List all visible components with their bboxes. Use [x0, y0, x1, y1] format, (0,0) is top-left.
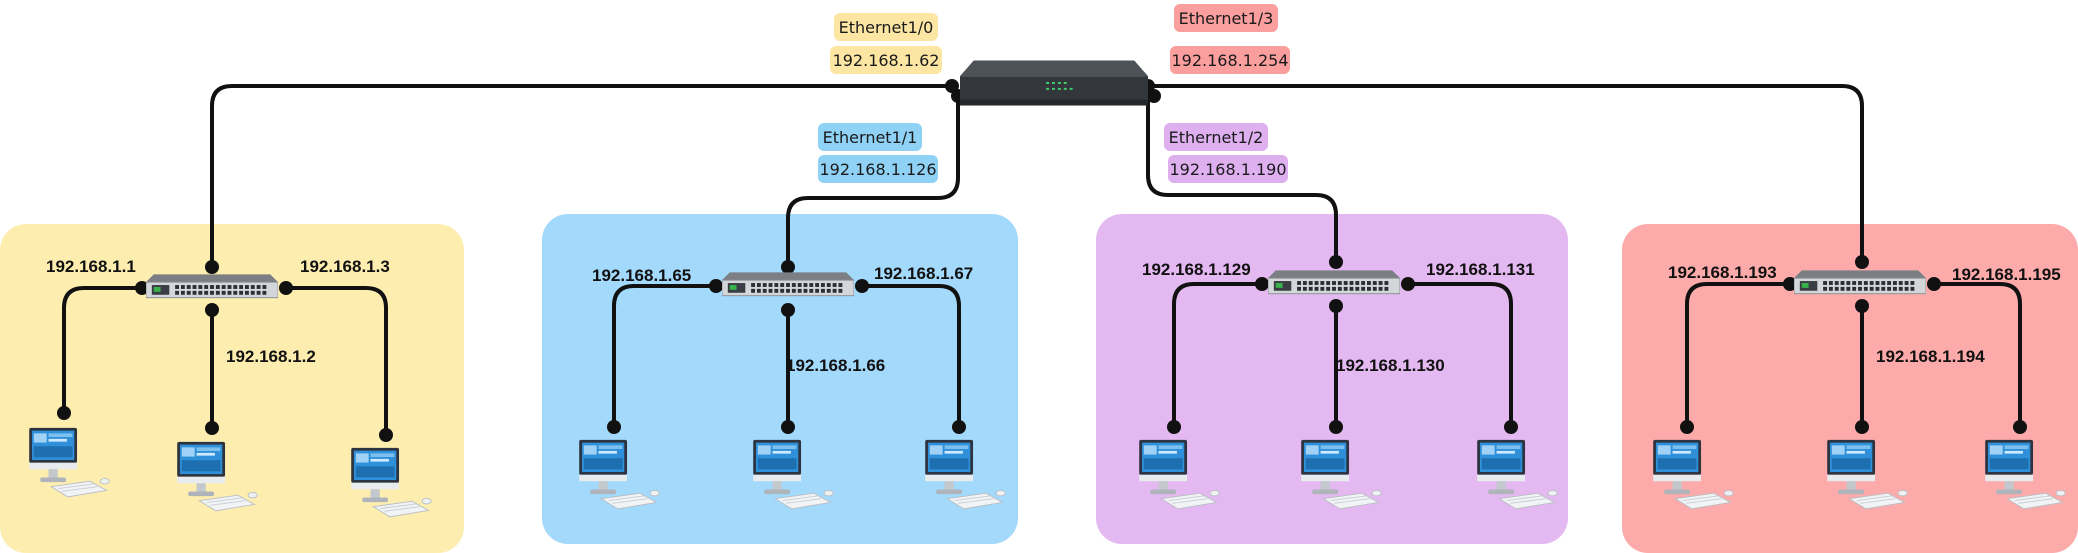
uplink-cable-purple: [1146, 100, 1338, 262]
switch-icon: [1794, 270, 1926, 295]
interface-tag-bg: [818, 123, 922, 151]
host-ip-label: 192.168.1.194: [1876, 347, 1985, 366]
host-ip-label: 192.168.1.3: [300, 257, 390, 276]
host-ip-label: 192.168.1.195: [1952, 265, 2061, 284]
host-ip-label: 192.168.1.130: [1336, 356, 1445, 375]
host-ip-label: 192.168.1.65: [592, 266, 691, 285]
interface-ip: 192.168.1.62: [833, 51, 940, 70]
router-icon: [960, 60, 1148, 106]
interface-name: Ethernet1/2: [1169, 128, 1264, 147]
subnet-panel-blue: [542, 214, 1018, 544]
subnet-panel-yellow: [0, 224, 464, 553]
subnet-panel-red: [1622, 224, 2078, 553]
host-ip-label: 192.168.1.131: [1426, 260, 1535, 279]
host-ip-label: 192.168.1.1: [46, 257, 136, 276]
interface-name: Ethernet1/1: [823, 128, 918, 147]
interface-ip: 192.168.1.126: [819, 160, 936, 179]
host-ip-label: 192.168.1.66: [786, 356, 885, 375]
host-ip-label: 192.168.1.67: [874, 264, 973, 283]
subnet-panel-purple: [1096, 214, 1568, 544]
host-ip-label: 192.168.1.129: [1142, 260, 1251, 279]
interface-tag-bg: [1168, 155, 1288, 183]
interface-tag-bg: [1174, 4, 1278, 32]
interface-tag-bg: [834, 13, 938, 41]
switch-icon: [722, 272, 854, 297]
interface-name: Ethernet1/0: [839, 18, 934, 37]
uplink-cable-red: [1148, 84, 1864, 262]
host-ip-label: 192.168.1.193: [1668, 263, 1777, 282]
switch-icon: [1268, 270, 1400, 295]
interface-tag-bg: [818, 155, 938, 183]
connection-dots: [57, 79, 2027, 442]
host-ip-label: 192.168.1.2: [226, 347, 316, 366]
cables: [62, 84, 2022, 435]
switch-icon: [146, 274, 278, 299]
interface-ip: 192.168.1.254: [1171, 51, 1288, 70]
interface-tag-bg: [1170, 46, 1290, 74]
interface-tag-bg: [1164, 123, 1268, 151]
uplink-cable-yellow: [210, 84, 952, 267]
uplink-cable-blue: [786, 100, 960, 267]
interface-tag-bg: [830, 46, 942, 74]
interface-ip: 192.168.1.190: [1169, 160, 1286, 179]
interface-name: Ethernet1/3: [1179, 9, 1274, 28]
